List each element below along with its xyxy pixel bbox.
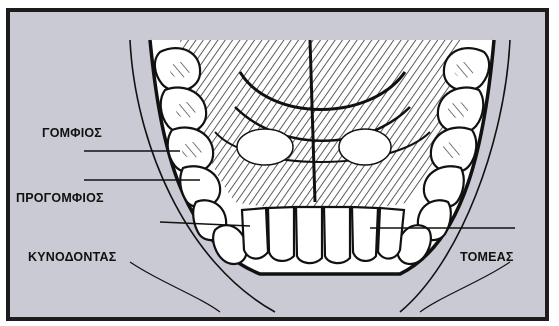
label-canine: ΚΥΝΟΔΟΝΤΑΣ: [28, 250, 116, 264]
diagram-frame: ΓΟΜΦΙΟΣ ΠΡΟΓΟΜΦΙΟΣ ΚΥΝΟΔΟΝΤΑΣ ΤΟΜΕΑΣ: [6, 8, 549, 321]
label-incisor: ΤΟΜΕΑΣ: [460, 250, 514, 264]
label-molar: ΓΟΜΦΙΟΣ: [42, 126, 102, 140]
label-premolar: ΠΡΟΓΟΜΦΙΟΣ: [16, 191, 104, 205]
incisors: [242, 207, 404, 263]
jaw-illustration: [10, 12, 545, 317]
